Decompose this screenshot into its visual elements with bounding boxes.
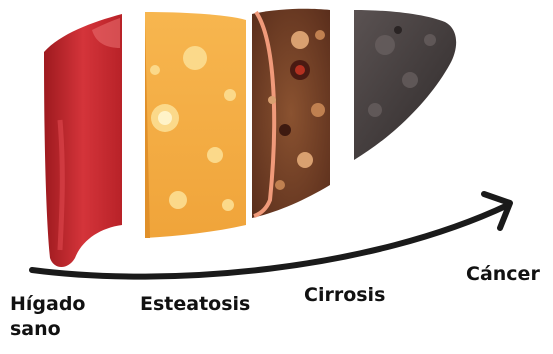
cancer-liver-segment (354, 10, 456, 160)
label-cirrhosis: Cirrosis (304, 283, 385, 308)
label-steatosis: Esteatosis (140, 292, 250, 317)
label-healthy-line1: Hígado (10, 292, 86, 317)
label-cancer: Cáncer (466, 262, 540, 287)
fatty-liver-segment (145, 12, 246, 238)
cirrhosis-liver-segment (252, 9, 330, 218)
label-healthy-liver: Hígado sano (10, 292, 86, 342)
healthy-liver-segment (44, 14, 122, 267)
label-healthy-line2: sano (10, 317, 86, 342)
